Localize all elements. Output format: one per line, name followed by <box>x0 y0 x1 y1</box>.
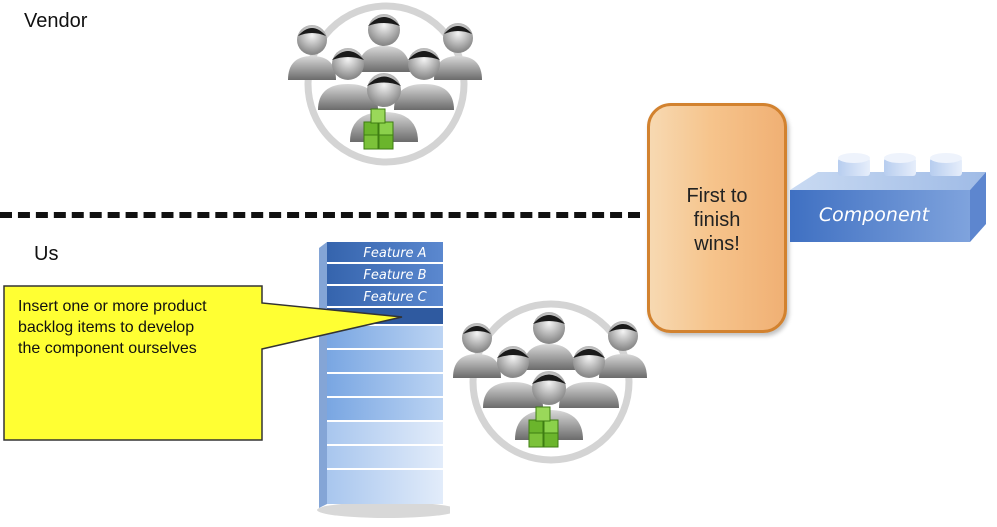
feature-b-label: Feature B <box>363 268 426 283</box>
us-team-icon <box>453 300 647 464</box>
us-label: Us <box>34 243 59 265</box>
callout-line2: backlog items to develop <box>18 319 195 336</box>
green-cubes-icon <box>528 406 559 448</box>
callout-text: Insert one or more product backlog items… <box>18 296 258 359</box>
race-text-line1: First to <box>686 185 748 207</box>
feature-a-label: Feature A <box>363 246 426 261</box>
boundary-divider <box>0 212 640 218</box>
product-backlog-stack: Feature A Feature B Feature C <box>317 242 450 518</box>
inserted-backlog-item <box>327 308 443 324</box>
feature-c-slab: Feature C <box>327 286 443 306</box>
component-brick-icon: Component <box>790 153 986 242</box>
race-text-line2: finish <box>693 209 741 231</box>
callout-line3: the component ourselves <box>18 340 197 357</box>
feature-b-slab: Feature B <box>327 264 443 284</box>
vendor-label: Vendor <box>24 10 88 32</box>
callout-line1: Insert one or more product <box>18 298 207 315</box>
feature-c-label: Feature C <box>363 290 427 305</box>
green-cubes-icon <box>363 108 394 150</box>
component-label: Component <box>819 204 931 226</box>
race-box-text: First to finish wins! <box>662 184 772 256</box>
vendor-team-icon <box>288 2 482 166</box>
race-text-line3: wins! <box>694 233 740 255</box>
first-to-finish-box: First to finish wins! <box>647 103 787 333</box>
backlog-items <box>327 326 443 504</box>
feature-a-slab: Feature A <box>327 242 443 262</box>
